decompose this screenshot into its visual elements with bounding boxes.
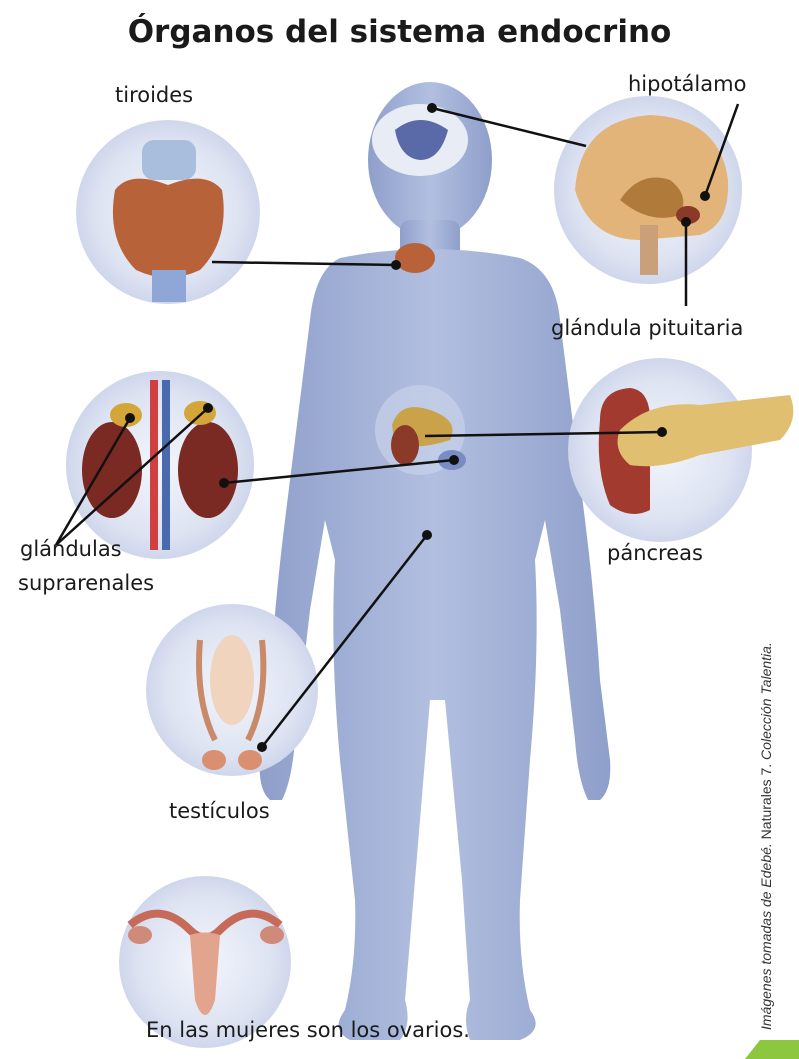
label-tiroides: tiroides: [115, 83, 193, 107]
label-ovarios-note: En las mujeres son los ovarios.: [146, 1018, 470, 1042]
label-suprarenales: suprarenales: [18, 571, 154, 595]
credit-plain: Naturales 7.: [758, 764, 774, 843]
brain-circle: [554, 96, 742, 284]
image-credit: Imágenes tomadas de Edebé. Naturales 7. …: [758, 642, 774, 1030]
brain-in-head: [372, 104, 468, 176]
thyroid-circle: [76, 120, 260, 304]
green-corner-accent: [745, 1040, 799, 1059]
label-glandula-pituitaria: glándula pituitaria: [551, 316, 743, 340]
thyroid-on-body: [395, 243, 435, 273]
human-body-silhouette: [260, 82, 611, 1040]
testes-circle: [146, 604, 318, 776]
label-glandulas: glándulas: [20, 537, 122, 561]
label-hipotalamo: hipotálamo: [628, 72, 746, 96]
label-pancreas: páncreas: [607, 541, 703, 565]
label-testiculos: testículos: [169, 799, 270, 823]
kidney-on-body: [391, 425, 419, 465]
credit-italic: Imágenes tomadas de Edebé.: [758, 843, 774, 1030]
pancreas-circle: [568, 358, 793, 542]
credit-italic-2: Colección Talentia.: [758, 642, 774, 764]
adrenal-circle: [66, 371, 254, 559]
